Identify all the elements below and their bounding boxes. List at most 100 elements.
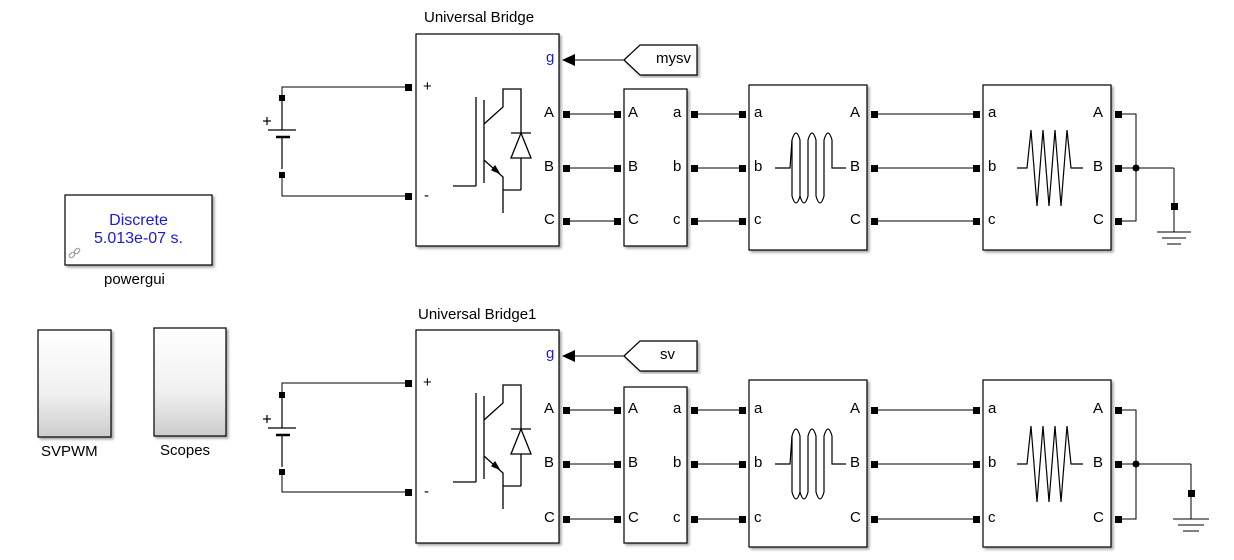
goto-tag-text-2: sv [660, 346, 675, 363]
row-1 [263, 33, 1191, 251]
res-1-port-a-out[interactable] [1115, 111, 1122, 118]
res-1-port-a-in[interactable] [973, 111, 980, 118]
dc-source-2-port-top[interactable] [279, 392, 285, 398]
svpwm-subsystem-block[interactable] [37, 329, 112, 438]
dc-source-1-port-bottom[interactable] [279, 172, 285, 178]
dc-voltage-source-1[interactable] [263, 100, 296, 169]
bridge-2-port-plus[interactable] [405, 380, 412, 387]
measurement-block-1[interactable] [623, 88, 688, 247]
row-2 [263, 329, 1209, 548]
meas-1-port-a-in[interactable] [614, 111, 621, 118]
res-2-out-c: C [1093, 509, 1104, 526]
res-2-port-a-in[interactable] [973, 407, 980, 414]
universal-bridge-block-2[interactable] [415, 329, 560, 544]
bridge-2-out-b: B [544, 454, 555, 471]
res-2-out-a: A [1093, 400, 1104, 417]
res-2-port-c-in[interactable] [973, 516, 980, 523]
meas-1-port-b-out[interactable] [691, 165, 698, 172]
load-1-port-c-in[interactable] [739, 218, 746, 225]
bridge-1-out-b: B [544, 158, 555, 175]
res-1-port-b-out[interactable] [1115, 165, 1122, 172]
load-1-port-a-out[interactable] [871, 111, 878, 118]
load-2-port-b-in[interactable] [739, 461, 746, 468]
res-1-port-c-in[interactable] [973, 218, 980, 225]
load-1-port-a-in[interactable] [739, 111, 746, 118]
meas-2-port-c-in[interactable] [614, 516, 621, 523]
load-2-port-a-out[interactable] [871, 407, 878, 414]
res-1-port-b-in[interactable] [973, 165, 980, 172]
inductor-icon-2 [775, 428, 846, 500]
resistor-icon-1 [1017, 129, 1083, 207]
dc-source-2-port-bottom[interactable] [279, 469, 285, 475]
universal-bridge-block-1[interactable] [415, 33, 560, 247]
star-ground-wires-1 [1122, 113, 1175, 222]
bridge-out-wires-2 [570, 409, 620, 520]
load-1-port-c-out[interactable] [871, 218, 878, 225]
bridge-title-1: Universal Bridge [424, 9, 535, 26]
dc-source-1-port-top[interactable] [279, 95, 285, 101]
meas-1-port-b-in[interactable] [614, 165, 621, 172]
load-1-in-a: a [754, 104, 763, 121]
ground-icon-2[interactable] [1173, 497, 1209, 532]
resistor-block-1[interactable] [982, 84, 1112, 251]
load-2-out-a: A [850, 400, 861, 417]
meas-2-port-b-out[interactable] [691, 461, 698, 468]
load-2-port-c-out[interactable] [871, 516, 878, 523]
resistor-block-2[interactable] [982, 379, 1112, 548]
dc-voltage-source-2[interactable] [263, 398, 296, 467]
scopes-subsystem-block[interactable] [153, 327, 227, 437]
res-2-port-b-in[interactable] [973, 461, 980, 468]
inductor-icon-1 [775, 132, 846, 204]
meas-out-wires-2 [698, 409, 740, 520]
bridge-2-port-c[interactable] [563, 516, 570, 523]
meas-2-port-c-out[interactable] [691, 516, 698, 523]
meas-2-port-a-out[interactable] [691, 407, 698, 414]
meas-2-port-b-in[interactable] [614, 461, 621, 468]
load-1-port-b-in[interactable] [739, 165, 746, 172]
svpwm-label: SVPWM [41, 443, 98, 460]
powergui-block[interactable] [64, 194, 213, 266]
goto-tag-mysv-1[interactable] [623, 44, 698, 76]
load-2-port-a-in[interactable] [739, 407, 746, 414]
bridge-2-port-a[interactable] [563, 407, 570, 414]
meas-2-out-a: a [673, 400, 682, 417]
meas-2-port-a-in[interactable] [614, 407, 621, 414]
bridge-1-port-a[interactable] [563, 111, 570, 118]
res-1-in-b: b [988, 158, 997, 175]
res-2-port-b-out[interactable] [1115, 461, 1122, 468]
meas-1-port-c-in[interactable] [614, 218, 621, 225]
res-1-port-c-out[interactable] [1115, 218, 1122, 225]
meas-1-in-c: C [628, 211, 639, 228]
meas-1-port-c-out[interactable] [691, 218, 698, 225]
bridge-1-port-plus[interactable] [405, 84, 412, 91]
res-1-in-a: a [988, 104, 997, 121]
load-2-port-b-out[interactable] [871, 461, 878, 468]
res-2-port-a-out[interactable] [1115, 407, 1122, 414]
bridge-1-port-c[interactable] [563, 218, 570, 225]
res-2-port-c-out[interactable] [1115, 516, 1122, 523]
load-2-port-c-in[interactable] [739, 516, 746, 523]
load-2-out-c: C [850, 509, 861, 526]
star-node-1 [1132, 164, 1140, 172]
load-out-wires-1 [878, 113, 973, 222]
bridge-1-port-minus[interactable] [405, 193, 412, 200]
ground-1-port[interactable] [1171, 203, 1178, 210]
bridge-1-out-a: A [544, 104, 555, 121]
res-2-in-c: c [988, 509, 996, 526]
meas-1-out-a: a [673, 104, 682, 121]
load-1-in-c: c [754, 211, 762, 228]
measurement-block-2[interactable] [623, 386, 688, 544]
ground-2-port[interactable] [1188, 490, 1195, 497]
ground-icon-1[interactable] [1157, 210, 1191, 245]
res-1-out-a: A [1093, 104, 1104, 121]
goto-tag-sv-2[interactable] [623, 340, 698, 372]
load-1-port-b-out[interactable] [871, 165, 878, 172]
bridge-1-port-b[interactable] [563, 165, 570, 172]
bridge-2-port-minus[interactable] [405, 489, 412, 496]
bridge-2-port-b[interactable] [563, 461, 570, 468]
load-2-in-c: c [754, 509, 762, 526]
resistor-icon-2 [1017, 425, 1083, 503]
meas-1-port-a-out[interactable] [691, 111, 698, 118]
load-2-in-b: b [754, 454, 763, 471]
